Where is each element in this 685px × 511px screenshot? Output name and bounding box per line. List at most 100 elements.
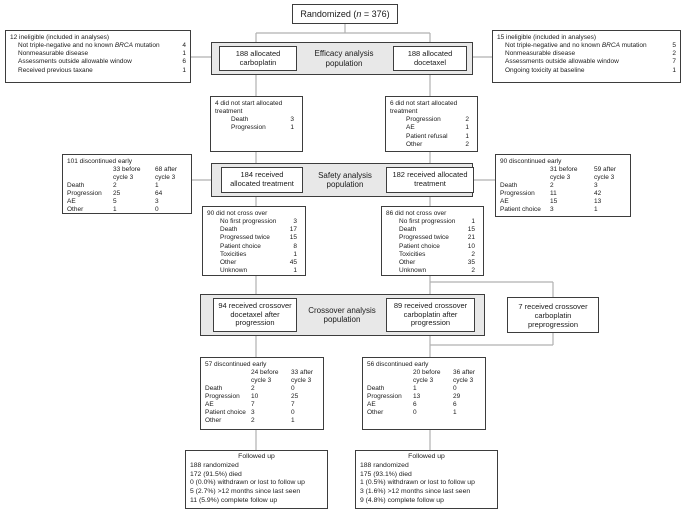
received-docetaxel-box: 182 received allocated treatment bbox=[386, 167, 474, 193]
followed-up-left-box: Followed up 188 randomized 172 (91.5%) d… bbox=[185, 450, 328, 509]
safety-population-box: 184 received allocated treatment Safety … bbox=[211, 163, 474, 197]
crossover-preprogression-box: 7 received crossover carboplatin preprog… bbox=[507, 297, 599, 333]
list-item: 175 (93.1%) died bbox=[360, 470, 412, 478]
randomized-box: Randomized (n = 376) bbox=[292, 4, 398, 24]
list-item: 5 (2.7%) >12 months since last seen bbox=[190, 488, 301, 496]
list-item: 172 (91.5%) died bbox=[190, 470, 242, 478]
spacer bbox=[367, 369, 413, 385]
list-item: 9 (4.8%) complete follow up bbox=[360, 497, 444, 505]
safety-population-label: Safety analysis population bbox=[318, 170, 372, 189]
discontinued2-right-title: 56 discontinued early bbox=[367, 361, 429, 368]
crossover-carboplatin-box: 89 received crossover carboplatin after … bbox=[386, 298, 475, 332]
spacer bbox=[205, 369, 251, 385]
no-crossover-left-box: 90 did not cross over No first progressi… bbox=[202, 206, 306, 276]
list-item: 11 (5.9%) complete follow up bbox=[190, 497, 278, 505]
efficacy-population-box: 188 allocated carboplatin Efficacy analy… bbox=[211, 42, 473, 75]
crossover-docetaxel-box: 94 received crossover docetaxel after pr… bbox=[213, 298, 297, 332]
no-crossover-right-title: 86 did not cross over bbox=[386, 210, 447, 217]
crossover-population-label: Crossover analysis population bbox=[308, 305, 376, 324]
ineligible-right-title: 15 ineligible (included in analyses) bbox=[497, 34, 597, 41]
spacer bbox=[500, 166, 550, 182]
not-started-left-title: 4 did not start allocated treatment bbox=[215, 100, 283, 116]
list-item: 0 (0.0%) withdrawn or lost to follow up bbox=[190, 479, 305, 487]
crossover-population-box: 94 received crossover docetaxel after pr… bbox=[200, 294, 485, 336]
not-started-right-box: 6 did not start allocated treatment Prog… bbox=[385, 96, 478, 152]
followed-up-left-title: Followed up bbox=[238, 453, 275, 460]
list-item: 188 randomized bbox=[190, 461, 239, 469]
list-item: 188 randomized bbox=[360, 461, 409, 469]
allocated-carboplatin-box: 188 allocated carboplatin bbox=[219, 46, 297, 71]
ineligible-right-box: 15 ineligible (included in analyses) Not… bbox=[492, 30, 681, 83]
discontinued-left-title: 101 discontinued early bbox=[67, 158, 133, 165]
list-item: 3 (1.6%) >12 months since last seen bbox=[360, 488, 471, 496]
discontinued-right-title: 90 discontinued early bbox=[500, 158, 562, 165]
randomized-label: Randomized (n = 376) bbox=[300, 9, 390, 19]
ineligible-left-box: 12 ineligible (included in analyses) Not… bbox=[5, 30, 191, 83]
received-carboplatin-box: 184 received allocated treatment bbox=[221, 167, 303, 193]
efficacy-population-label: Efficacy analysis population bbox=[314, 49, 374, 68]
list-item: Not triple-negative and no known BRCA mu… bbox=[505, 42, 676, 50]
discontinued-left-box: 101 discontinued early 33 before cycle 3… bbox=[62, 154, 192, 214]
followed-up-right-title: Followed up bbox=[408, 453, 445, 460]
followed-up-right-box: Followed up 188 randomized 175 (93.1%) d… bbox=[355, 450, 498, 509]
no-crossover-left-title: 90 did not cross over bbox=[207, 210, 268, 217]
spacer bbox=[67, 166, 113, 182]
discontinued2-left-title: 57 discontinued early bbox=[205, 361, 267, 368]
list-item: Not triple-negative and no known BRCA mu… bbox=[18, 42, 186, 50]
not-started-right-title: 6 did not start allocated treatment bbox=[390, 100, 458, 116]
allocated-docetaxel-box: 188 allocated docetaxel bbox=[393, 46, 467, 71]
not-started-left-box: 4 did not start allocated treatment Deat… bbox=[210, 96, 303, 152]
